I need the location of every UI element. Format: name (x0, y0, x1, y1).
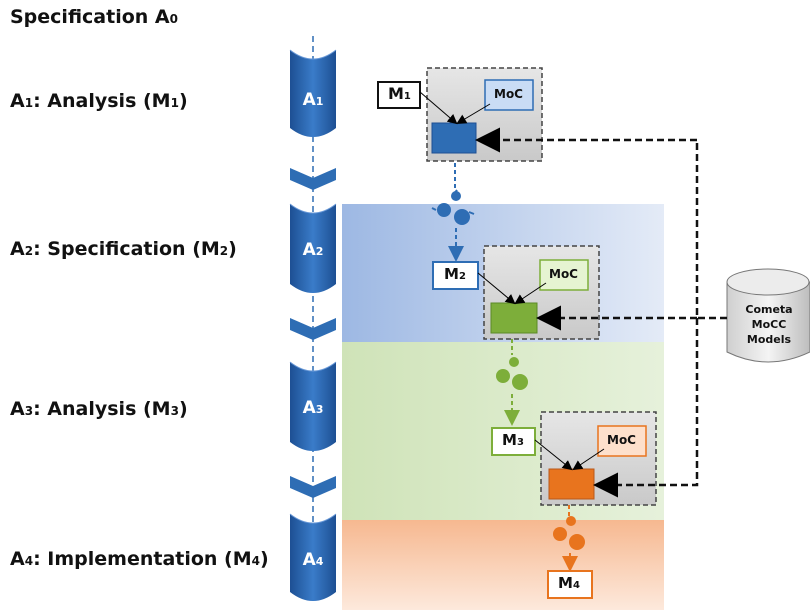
cylinder-a4 (289, 513, 337, 601)
model-label-m1: M1 (388, 84, 411, 103)
component-blue (431, 122, 477, 154)
cylinder-a1 (289, 49, 337, 137)
link-m3-component (534, 439, 573, 471)
model-label-m4: M4 (558, 574, 580, 592)
moc-label-1: MoC (494, 87, 523, 101)
link-moc2-component (514, 282, 547, 305)
cylinder-label-a4: A4 (302, 550, 324, 570)
feed-line-main (695, 140, 727, 320)
activity-label-a3: A3: Analysis (M3) (10, 398, 188, 420)
model-box-m4 (547, 570, 593, 599)
cylinder-a2 (289, 203, 337, 293)
diagram-title: Specification A0 (10, 6, 178, 28)
cylinder-label-a3: A3 (302, 398, 324, 418)
database-label: Cometa MoCC Models (745, 303, 793, 346)
link-moc1-component (456, 103, 491, 125)
link-m2-component (477, 272, 516, 305)
feed-line-3 (593, 318, 699, 498)
cylinder-label-a2: A2 (302, 240, 324, 260)
model-label-m3: M3 (502, 431, 524, 449)
gear-blue-icon (431, 189, 475, 225)
moc-box-3 (597, 425, 647, 457)
model-box-m1 (377, 81, 421, 109)
moc-label-2: MoC (549, 267, 578, 281)
model-label-m2: M2 (444, 265, 466, 283)
database-icon (726, 268, 810, 363)
component-green (490, 302, 538, 334)
chevron-3-icon (290, 476, 336, 498)
moc-label-3: MoC (607, 433, 636, 447)
chevron-2-icon (290, 318, 336, 340)
band-implementation (342, 520, 664, 610)
activity-label-a4: A4: Implementation (M4) (10, 548, 269, 570)
link-m1-component (419, 91, 458, 125)
moc-box-2 (539, 259, 589, 291)
gear-green-icon (496, 357, 528, 390)
activity-label-a2: A2: Specification (M2) (10, 238, 237, 260)
model-box-m2 (432, 261, 479, 290)
activity-label-a1: A1: Analysis (M1) (10, 90, 188, 112)
cylinder-label-a1: A1 (302, 90, 324, 110)
gear-orange-icon (553, 516, 585, 550)
moc-box-1 (484, 79, 534, 111)
model-box-m3 (491, 427, 536, 456)
chevron-1-icon (290, 168, 336, 190)
component-orange (548, 468, 595, 500)
link-moc3-component (572, 448, 605, 471)
cylinder-a3 (289, 361, 337, 451)
